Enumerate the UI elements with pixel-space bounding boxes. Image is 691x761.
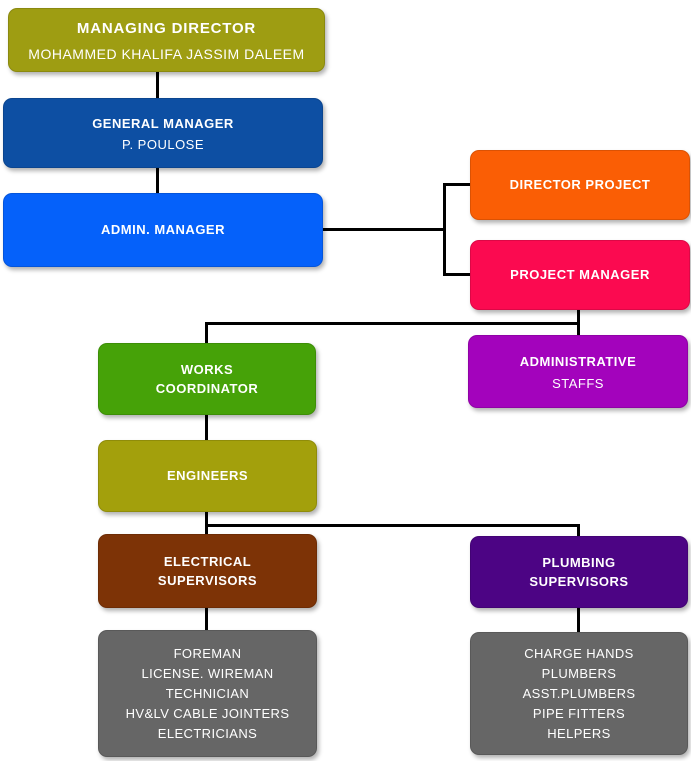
connector-es-team	[205, 607, 208, 631]
org-node-electrical-supervisors: ELECTRICAL SUPERVISORS	[98, 534, 317, 608]
org-node-project-manager: PROJECT MANAGER	[470, 240, 690, 310]
connector-wc-engineers	[205, 414, 208, 441]
connector-bracket-vertical	[443, 183, 446, 276]
project-manager-title: PROJECT MANAGER	[510, 267, 650, 283]
connector-pm-wc-horizontal	[205, 322, 580, 325]
org-node-managing-director: MANAGING DIRECTOR MOHAMMED KHALIFA JASSI…	[8, 8, 325, 72]
plumbing-supervisors-title: PLUMBING SUPERVISORS	[529, 554, 629, 590]
plumbing-team-roles: CHARGE HANDS PLUMBERS ASST.PLUMBERS PIPE…	[523, 644, 636, 744]
managing-director-title: MANAGING DIRECTOR	[76, 20, 257, 38]
org-node-general-manager: GENERAL MANAGER P. POULOSE	[3, 98, 323, 168]
plumbing-team-role: PLUMBERS	[541, 665, 617, 681]
plumbing-team-role: ASST.PLUMBERS	[522, 685, 636, 701]
general-manager-title: GENERAL MANAGER	[92, 115, 234, 131]
connector-ps-team	[577, 607, 580, 633]
general-manager-name: P. POULOSE	[121, 137, 205, 153]
engineers-title: ENGINEERS	[166, 468, 249, 484]
connector-am-bracket	[322, 228, 446, 231]
org-node-works-coordinator: WORKS COORDINATOR	[98, 343, 316, 415]
electrical-supervisors-title: ELECTRICAL SUPERVISORS	[157, 553, 258, 589]
org-node-plumbing-supervisors: PLUMBING SUPERVISORS	[470, 536, 688, 608]
plumbing-team-role: HELPERS	[547, 725, 611, 741]
administrative-staffs-subtitle: STAFFS	[552, 375, 604, 391]
connector-md-gm	[156, 72, 159, 99]
org-node-plumbing-team: CHARGE HANDS PLUMBERS ASST.PLUMBERS PIPE…	[470, 632, 688, 755]
org-node-admin-manager: ADMIN. MANAGER	[3, 193, 323, 267]
connector-bracket-project-manager	[443, 273, 471, 276]
electrical-team-role: LICENSE. WIREMAN	[141, 665, 274, 681]
administrative-staffs-title: ADMINISTRATIVE	[519, 354, 637, 370]
connector-bracket-director-project	[443, 183, 471, 186]
org-node-electrical-team: FOREMAN LICENSE. WIREMAN TECHNICIAN HV&L…	[98, 630, 317, 757]
managing-director-name: MOHAMMED KHALIFA JASSIM DALEEM	[28, 45, 305, 62]
org-node-administrative-staffs: ADMINISTRATIVE STAFFS	[468, 335, 688, 408]
org-node-engineers: ENGINEERS	[98, 440, 317, 512]
connector-down-works-coordinator	[205, 322, 208, 344]
connector-gm-am	[156, 167, 159, 194]
electrical-team-role: TECHNICIAN	[165, 685, 250, 701]
electrical-team-role: HV&LV CABLE JOINTERS	[125, 705, 290, 721]
org-node-director-project: DIRECTOR PROJECT	[470, 150, 690, 220]
electrical-team-role: ELECTRICIANS	[157, 725, 258, 741]
plumbing-team-role: CHARGE HANDS	[524, 645, 634, 661]
electrical-team-role: FOREMAN	[173, 645, 242, 661]
plumbing-team-role: PIPE FITTERS	[532, 705, 626, 721]
electrical-team-roles: FOREMAN LICENSE. WIREMAN TECHNICIAN HV&L…	[126, 644, 290, 744]
connector-down-plumbing-supervisors	[577, 524, 580, 537]
connector-supervisors-horizontal	[205, 524, 580, 527]
admin-manager-title: ADMIN. MANAGER	[101, 222, 225, 238]
works-coordinator-title: WORKS COORDINATOR	[155, 361, 259, 397]
connector-engineers-down	[205, 511, 208, 535]
director-project-title: DIRECTOR PROJECT	[509, 177, 651, 193]
